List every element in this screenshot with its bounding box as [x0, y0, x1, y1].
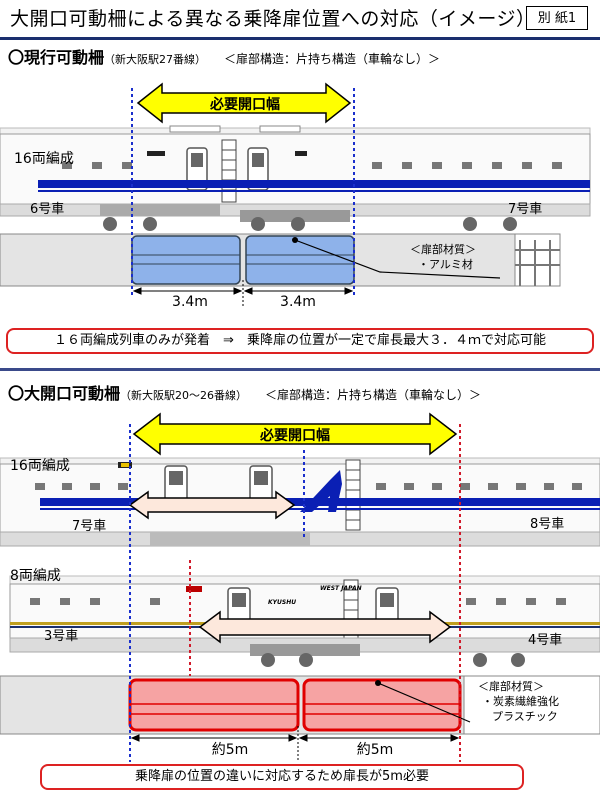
section1-title: 〇現行可動柵: [8, 48, 105, 67]
title-bar: 大開口可動柵による異なる乗降扉位置への対応（イメージ） 別 紙1: [0, 0, 600, 40]
train3-wheels: [261, 653, 525, 667]
train3-door-span-arrow: [198, 610, 452, 644]
formation1-label: 16両編成: [14, 151, 74, 167]
train1-windows: [62, 151, 562, 169]
section2-structure: ＜扉部構造：片持ち構造（車輪なし）＞: [265, 388, 482, 402]
train2-roof: [0, 457, 600, 465]
train3-roof: [9, 575, 600, 585]
car2-16-left: 7号車: [72, 519, 106, 534]
car2-16-right: 8号車: [530, 517, 564, 532]
material2-heading: ＜扉部材質＞: [478, 679, 544, 693]
train3-door-right: [375, 587, 399, 629]
platform1-fence: [515, 240, 560, 286]
opening1-label: 必要開口幅: [209, 96, 280, 113]
train2-gangway: [345, 459, 361, 531]
material1-value: ・アルミ材: [418, 257, 473, 271]
width1-left: 3.4m: [172, 294, 208, 310]
gate1-door-right: [245, 235, 355, 285]
train3-gangway: [343, 579, 359, 643]
train3-door-left: [227, 587, 251, 629]
formation2-16-label: 16両編成: [10, 458, 70, 474]
title-underline: [0, 37, 600, 40]
dim2-arrows: [130, 734, 460, 742]
platform2: [0, 675, 600, 735]
opening2-label: 必要開口幅: [259, 427, 330, 444]
train2-logo: [300, 470, 342, 512]
material1-heading: ＜扉部材質＞: [410, 242, 476, 256]
opening2-arrow: [132, 412, 458, 456]
section2-note: 乗降扉の位置の違いに対応するため扉長が5m必要: [40, 764, 524, 790]
train2-door-span-arrow: [128, 490, 296, 520]
train1-gangway: [221, 139, 237, 203]
width2-right: 約5m: [357, 742, 394, 758]
platform1-end-step: [514, 233, 561, 287]
formation2-8-label: 8両編成: [10, 568, 61, 584]
section2-station: （新大阪駅20～26番線）: [120, 389, 248, 402]
page-title: 大開口可動柵による異なる乗降扉位置への対応（イメージ）: [10, 8, 536, 30]
train2-body: [0, 463, 600, 533]
train2-blue-stripe: [40, 498, 600, 506]
platform2-label-box: [463, 675, 600, 735]
section1-heading: 〇現行可動柵（新大阪駅27番線） ＜扉部構造：片持ち構造（車輪なし）＞: [8, 44, 440, 68]
section1-station: （新大阪駅27番線）: [104, 53, 207, 66]
train3-gold-stripe: [10, 622, 600, 625]
gate2-door-left: [128, 678, 300, 732]
width2-left: 約5m: [212, 742, 249, 758]
train2-door-right: [249, 465, 273, 507]
livery-text-1: KYUSHU: [268, 599, 296, 606]
train2-door-left: [164, 465, 188, 507]
train1-pantograph: [169, 125, 221, 133]
train3-windows: [30, 598, 566, 605]
dim1-arrows: [132, 287, 354, 295]
livery-text-2: WEST JAPAN: [320, 585, 362, 592]
car1-right: 7号車: [508, 202, 542, 217]
material2-line2: プラスチック: [492, 710, 558, 723]
gate1-door-left: [131, 235, 241, 285]
section2-title: 〇大開口可動柵: [8, 384, 121, 403]
section1-structure: ＜扉部構造：片持ち構造（車輪なし）＞: [224, 52, 441, 66]
train3-body: [9, 583, 600, 639]
train1-blue-stripe: [38, 180, 590, 188]
train1-wheels: [103, 217, 517, 231]
section2-heading: 〇大開口可動柵（新大阪駅20～26番線） ＜扉部構造：片持ち構造（車輪なし）＞: [8, 380, 481, 404]
gate2-door-right: [302, 678, 462, 732]
section1-diagram: 必要開口幅 16両編成 6号車 7号車 ＜扉部材質＞ ・アルミ材 3.4m 3.…: [0, 82, 591, 310]
section-separator: [0, 368, 600, 371]
width1-right: 3.4m: [280, 294, 316, 310]
car1-left: 6号車: [30, 202, 64, 217]
material2-line1: ・炭素繊維強化: [482, 694, 559, 708]
train2-underbody: [0, 531, 600, 547]
appendix-label: 別 紙1: [526, 6, 588, 30]
opening1-arrow: [136, 82, 352, 124]
section1-note: １６両編成列車のみが発着 ⇒ 乗降扉の位置が一定で扉長最大３．４ｍで対応可能: [6, 328, 594, 354]
train2-windows: [35, 483, 582, 490]
train3-underbody: [9, 637, 600, 653]
car2-8-right: 4号車: [528, 633, 562, 648]
car2-8-left: 3号車: [44, 629, 78, 644]
